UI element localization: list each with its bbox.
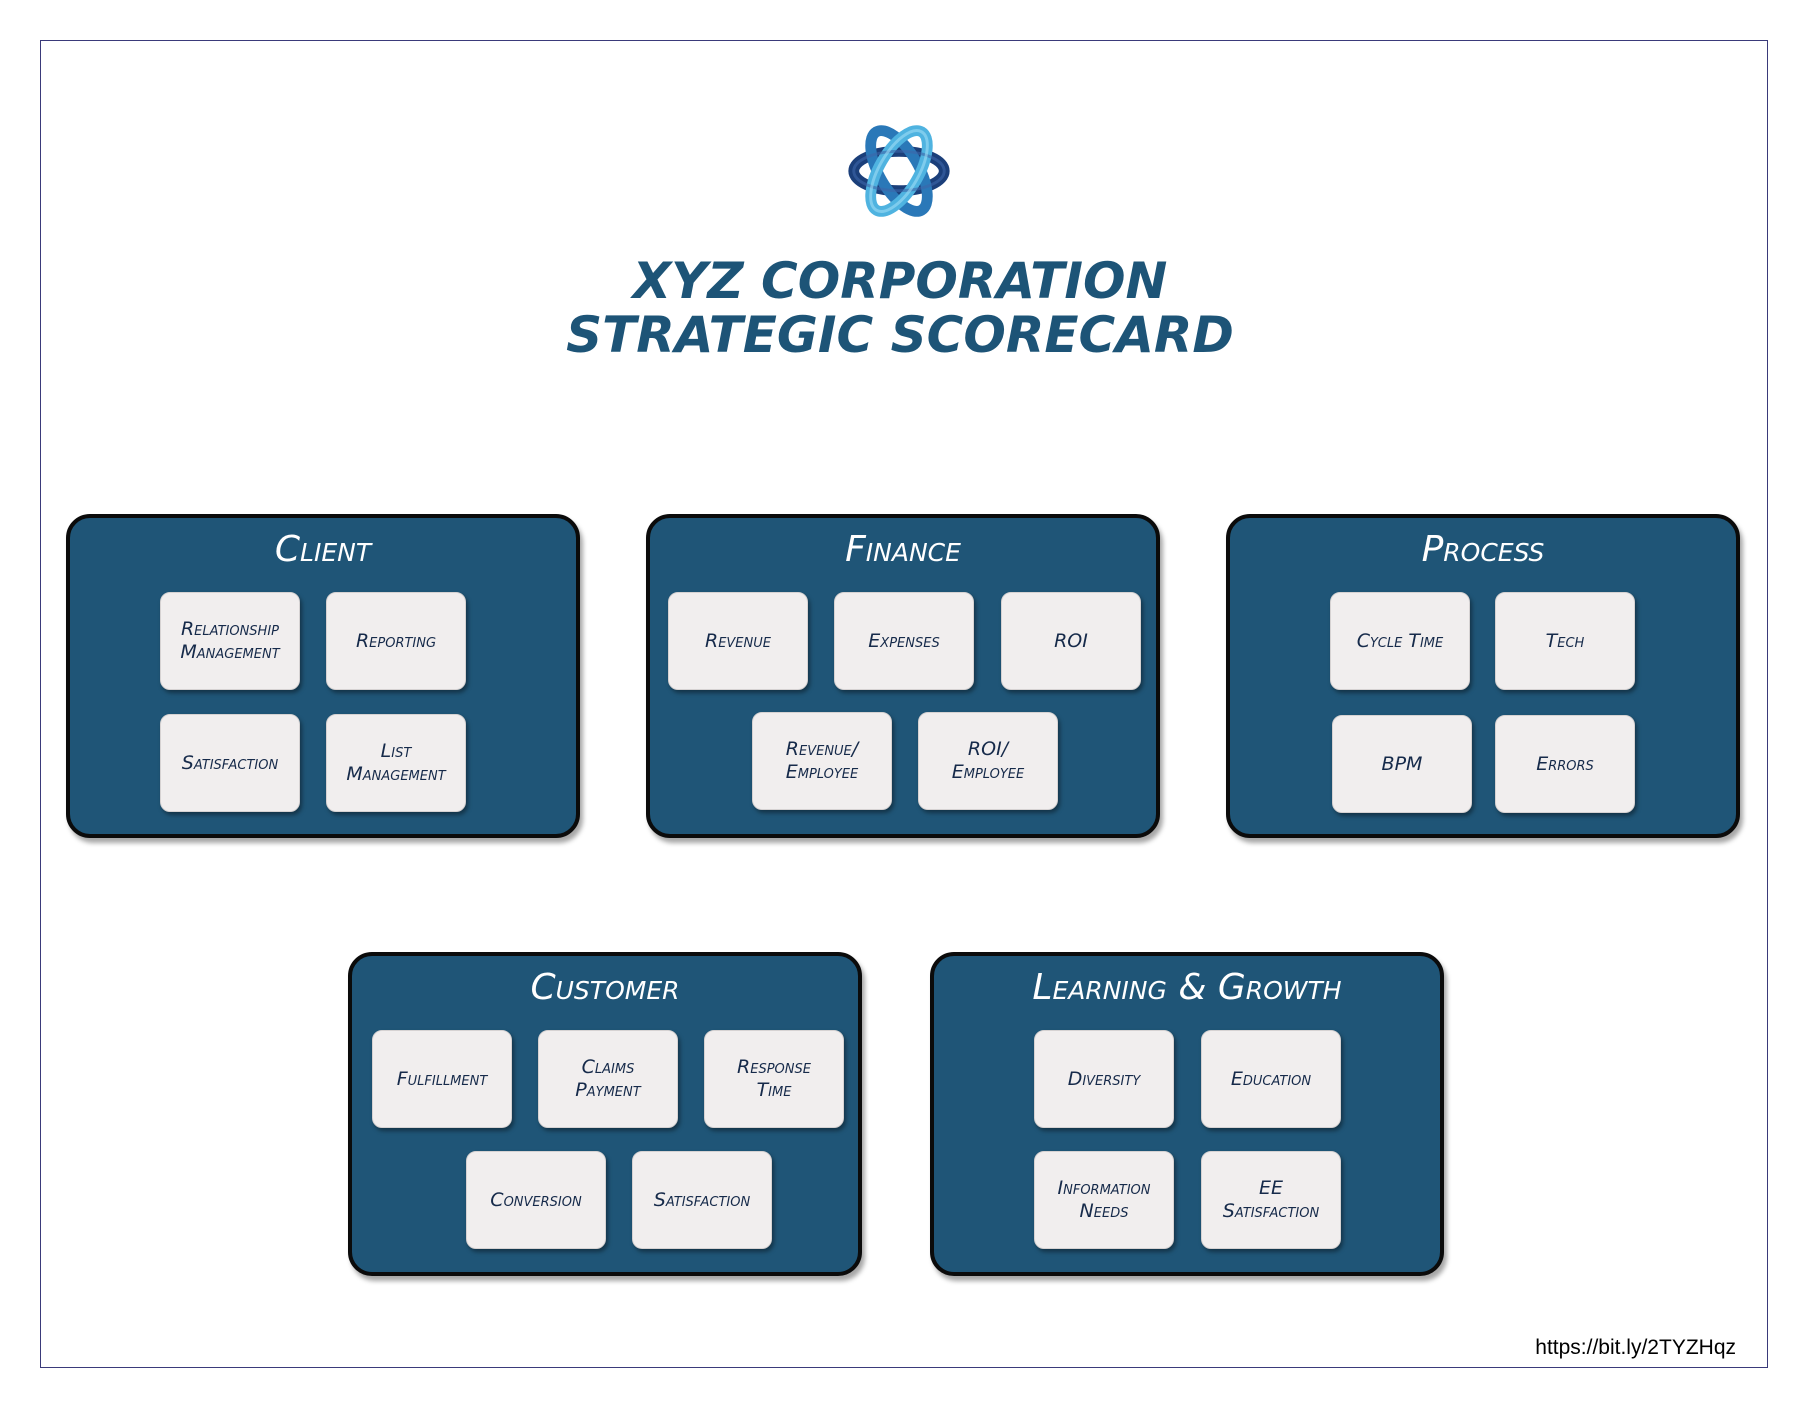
page-frame: [40, 40, 1768, 1368]
panel-learning-growth: Learning & Growth Diversity Education In…: [930, 952, 1444, 1276]
tile-errors[interactable]: Errors: [1495, 715, 1635, 813]
tile-revenue-employee[interactable]: Revenue/ Employee: [752, 712, 892, 810]
panel-title-client: Client: [274, 529, 372, 570]
tile-response-time[interactable]: Response Time: [704, 1030, 844, 1128]
panel-title-learning-growth: Learning & Growth: [1032, 967, 1342, 1008]
tile-list-management[interactable]: List Management: [326, 714, 466, 812]
tile-roi-employee[interactable]: ROI/ Employee: [918, 712, 1058, 810]
title-line-1: XYZ CORPORATION: [632, 252, 1168, 310]
tile-conversion[interactable]: Conversion: [466, 1151, 606, 1249]
tile-information-needs[interactable]: Information Needs: [1034, 1151, 1174, 1249]
tile-education[interactable]: Education: [1201, 1030, 1341, 1128]
tile-bpm[interactable]: BPM: [1332, 715, 1472, 813]
tile-expenses[interactable]: Expenses: [834, 592, 974, 690]
tile-satisfaction-customer[interactable]: Satisfaction: [632, 1151, 772, 1249]
panel-customer: Customer Fulfillment Claims Payment Resp…: [348, 952, 862, 1276]
title-line-2: STRATEGIC SCORECARD: [566, 306, 1234, 364]
tile-satisfaction[interactable]: Satisfaction: [160, 714, 300, 812]
tile-roi[interactable]: ROI: [1001, 592, 1141, 690]
tile-diversity[interactable]: Diversity: [1034, 1030, 1174, 1128]
panel-title-process: Process: [1421, 529, 1545, 570]
footer-link[interactable]: https://bit.ly/2TYZHqz: [1535, 1336, 1736, 1359]
tile-reporting[interactable]: Reporting: [326, 592, 466, 690]
tile-fulfillment[interactable]: Fulfillment: [372, 1030, 512, 1128]
panel-finance: Finance Revenue Expenses ROI Revenue/ Em…: [646, 514, 1160, 838]
knot-logo-icon: [848, 125, 950, 217]
tile-relationship-management[interactable]: Relationship Management: [160, 592, 300, 690]
panel-process: Process Cycle Time Tech BPM Errors: [1226, 514, 1740, 838]
panel-title-finance: Finance: [845, 529, 961, 570]
tile-ee-satisfaction[interactable]: EE Satisfaction: [1201, 1151, 1341, 1249]
tile-claims-payment[interactable]: Claims Payment: [538, 1030, 678, 1128]
tile-tech[interactable]: Tech: [1495, 592, 1635, 690]
panel-title-customer: Customer: [530, 967, 680, 1008]
panel-client: Client Relationship Management Reporting…: [66, 514, 580, 838]
tile-cycle-time[interactable]: Cycle Time: [1330, 592, 1470, 690]
tile-revenue[interactable]: Revenue: [668, 592, 808, 690]
